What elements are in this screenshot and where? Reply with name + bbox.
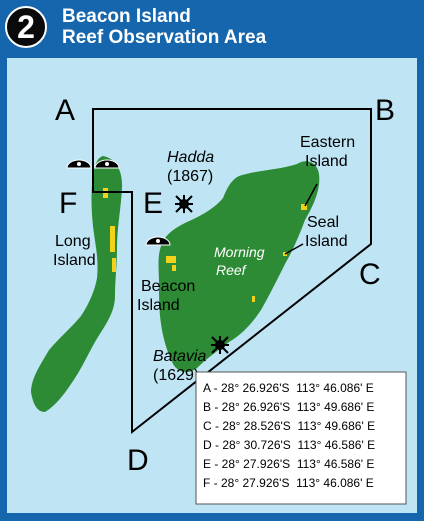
map-area: A B C D E F Hadda (1867) Eastern Island … bbox=[7, 58, 417, 513]
wreck-icon bbox=[211, 336, 229, 354]
morning-reef-label-2: Reef bbox=[216, 262, 248, 278]
coordinate-row: A - 28° 26.926'S 113° 46.086' E bbox=[203, 381, 374, 395]
beacon-island-label-2: Island bbox=[137, 297, 180, 314]
coordinate-row: B - 28° 26.926'S 113° 49.686' E bbox=[203, 400, 374, 414]
point-label-d: D bbox=[127, 444, 149, 477]
header: 2 Beacon Island Reef Observation Area bbox=[0, 0, 424, 56]
point-label-b: B bbox=[375, 94, 395, 127]
wreck-icon bbox=[175, 195, 193, 213]
seal-island-label-2: Island bbox=[305, 233, 348, 250]
eastern-island-label-2: Island bbox=[305, 153, 348, 170]
anchorage-icon bbox=[145, 236, 171, 246]
point-label-f: F bbox=[59, 187, 77, 220]
coordinates-box: A - 28° 26.926'S 113° 46.086' E B - 28° … bbox=[195, 371, 407, 505]
eastern-island-label-1: Eastern bbox=[300, 134, 355, 151]
morning-reef-label-1: Morning bbox=[214, 244, 265, 260]
badge-number: 2 bbox=[17, 9, 35, 45]
hadda-year: (1867) bbox=[167, 168, 213, 185]
long-island-label-2: Island bbox=[53, 252, 96, 269]
batavia-year: (1629) bbox=[153, 367, 199, 384]
point-label-a: A bbox=[55, 94, 75, 127]
beacon-island-label-1: Beacon bbox=[141, 278, 195, 295]
long-island-label-1: Long bbox=[55, 233, 91, 250]
anchorage-icon bbox=[66, 159, 92, 169]
main-island bbox=[158, 161, 320, 373]
batavia-label: Batavia bbox=[153, 348, 206, 365]
title-line-2: Reef Observation Area bbox=[62, 27, 267, 48]
number-badge: 2 bbox=[5, 6, 47, 48]
observation-area-boundary bbox=[92, 108, 372, 435]
title-line-1: Beacon Island bbox=[62, 6, 191, 27]
point-label-c: C bbox=[359, 258, 381, 291]
coordinate-row: F - 28° 27.926'S 113° 46.086' E bbox=[203, 476, 374, 490]
long-island bbox=[31, 156, 123, 412]
seal-island-label-1: Seal bbox=[307, 214, 339, 231]
hadda-label: Hadda bbox=[167, 149, 214, 166]
point-label-e: E bbox=[143, 187, 163, 220]
coordinate-row: D - 28° 30.726'S 113° 46.586' E bbox=[203, 438, 375, 452]
map-canvas: A B C D E F Hadda (1867) Eastern Island … bbox=[31, 94, 407, 505]
eastern-island-leader bbox=[304, 183, 318, 207]
anchorage-icon bbox=[94, 159, 120, 169]
coordinate-row: E - 28° 27.926'S 113° 46.586' E bbox=[203, 457, 374, 471]
seal-island-leader bbox=[284, 243, 304, 255]
coordinate-row: C - 28° 28.526'S 113° 49.686' E bbox=[203, 419, 375, 433]
